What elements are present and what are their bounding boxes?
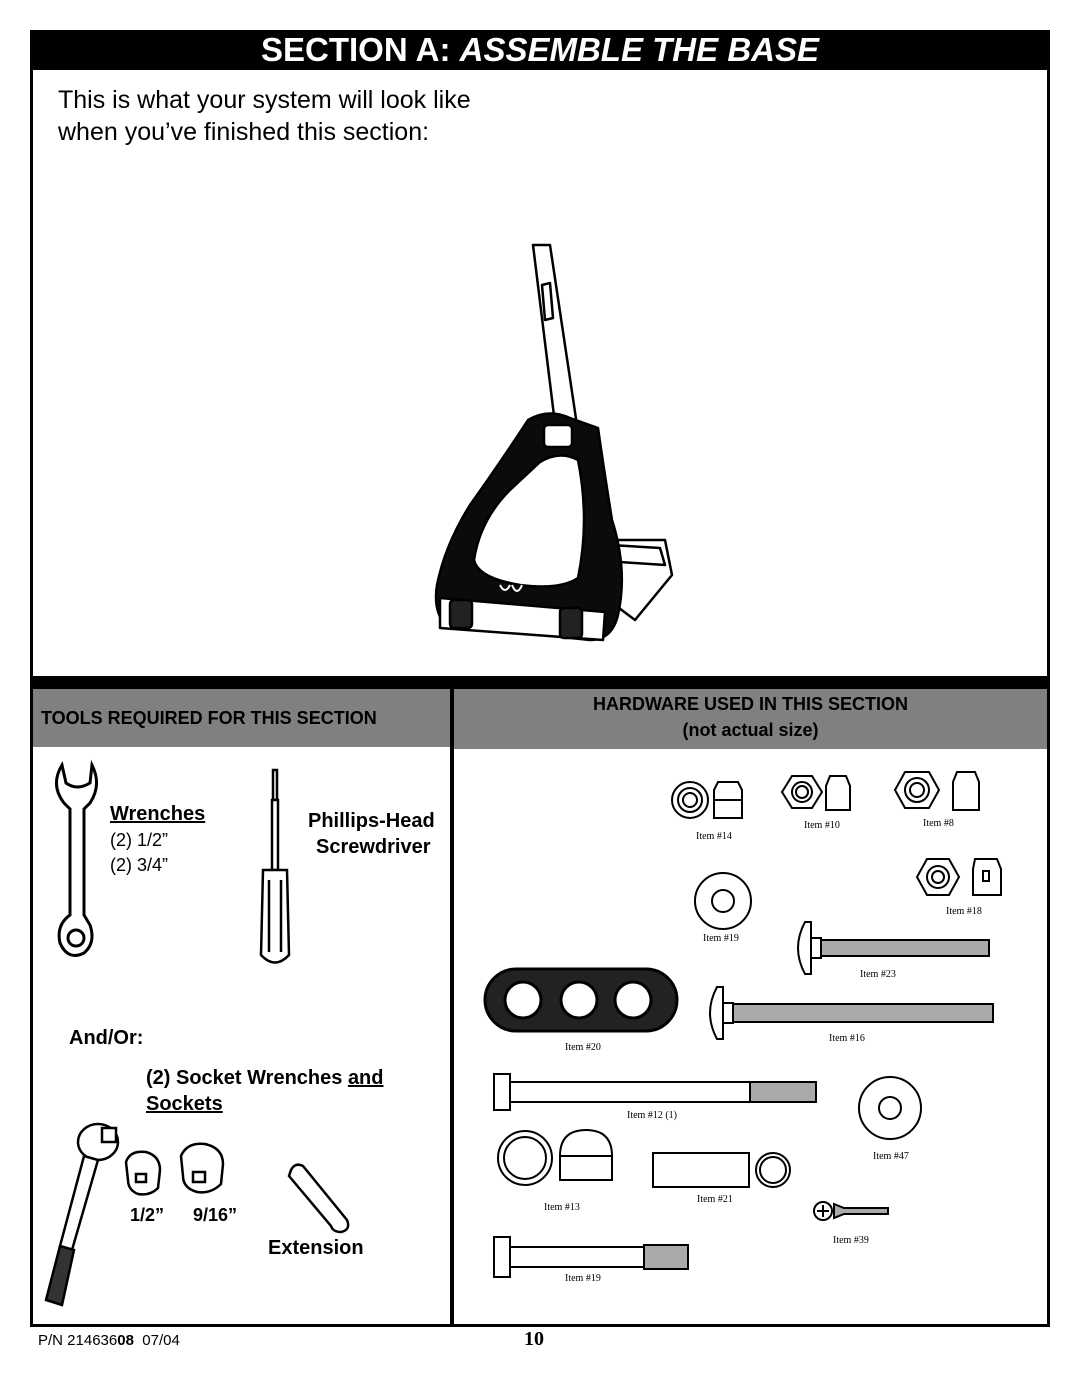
intro-line-1: This is what your system will look like bbox=[58, 86, 471, 114]
flange-nut-14-icon bbox=[671, 781, 743, 819]
socket-size-1: 1/2” bbox=[130, 1205, 165, 1225]
item-23-label: Item #23 bbox=[860, 969, 896, 980]
part-number-prefix: P/N 214636 bbox=[38, 1332, 118, 1349]
screwdriver-label-1: Phillips-Head bbox=[308, 810, 435, 832]
header-title: ASSEMBLE THE BASE bbox=[459, 31, 819, 68]
item-16-label: Item #16 bbox=[829, 1033, 865, 1044]
intro-line-2: when you’ve finished this section: bbox=[58, 118, 430, 146]
column-divider bbox=[450, 689, 454, 1327]
wrench-size-1: (2) 1/2” bbox=[110, 830, 169, 850]
and-or-label: And/Or: bbox=[69, 1027, 144, 1049]
nut-10-icon bbox=[780, 775, 851, 811]
item-21-label: Item #21 bbox=[697, 1194, 733, 1205]
item-10-label: Item #10 bbox=[804, 820, 840, 831]
washer-47-icon bbox=[858, 1076, 922, 1140]
hardware-subheading: (not actual size) bbox=[682, 720, 819, 740]
bushing-13-icon bbox=[497, 1128, 613, 1186]
section-divider bbox=[30, 676, 1050, 689]
item-18-label: Item #18 bbox=[946, 906, 982, 917]
screw-39-icon bbox=[813, 1201, 889, 1221]
section-header: SECTION A: ASSEMBLE THE BASE bbox=[30, 30, 1050, 70]
hardware-heading: HARDWARE USED IN THIS SECTION bbox=[592, 694, 909, 714]
screwdriver-label-2: Screwdriver bbox=[316, 836, 431, 858]
wrenches-label: Wrenches bbox=[110, 803, 206, 825]
part-number-date: 07/04 bbox=[142, 1332, 180, 1349]
hex-bolt-12-icon bbox=[493, 1073, 817, 1111]
assembled-base-illustration bbox=[434, 243, 674, 642]
item-19-label-a: Item #19 bbox=[703, 933, 739, 944]
nut-8-icon bbox=[893, 771, 980, 811]
tools-heading: TOOLS REQUIRED FOR THIS SECTION bbox=[41, 707, 377, 728]
spacer-plate-20-icon bbox=[483, 967, 679, 1033]
item-47-label: Item #47 bbox=[873, 1151, 909, 1162]
intro-text: This is what your system will look like … bbox=[58, 84, 578, 148]
header-prefix: SECTION A: bbox=[261, 31, 460, 68]
wrench-icon bbox=[55, 759, 98, 957]
sockets-label: Sockets bbox=[146, 1093, 223, 1115]
page-number: 10 bbox=[524, 1328, 544, 1350]
part-number-suffix: 08 bbox=[117, 1332, 134, 1349]
tools-heading-bar: TOOLS REQUIRED FOR THIS SECTION bbox=[33, 689, 450, 747]
item-14-label: Item #14 bbox=[696, 831, 732, 842]
hardware-heading-bar: HARDWARE USED IN THIS SECTION (not actua… bbox=[454, 689, 1047, 749]
wrench-size-2: (2) 3/4” bbox=[110, 855, 169, 875]
carriage-bolt-16-icon bbox=[709, 986, 994, 1040]
socket-9-16-icon bbox=[179, 1142, 225, 1194]
nylon-nut-18-icon bbox=[915, 858, 1002, 896]
socket-wrenches-label: (2) Socket Wrenches and bbox=[146, 1067, 384, 1090]
extension-label: Extension bbox=[268, 1237, 364, 1259]
item-20-label: Item #20 bbox=[565, 1042, 601, 1053]
carriage-bolt-23-icon bbox=[797, 921, 990, 975]
socket-and-text: and bbox=[347, 1067, 384, 1089]
socket-half-inch-icon bbox=[124, 1150, 162, 1196]
ratchet-icon bbox=[44, 1122, 120, 1307]
extension-icon bbox=[287, 1163, 350, 1234]
part-number: P/N 21463608 07/04 bbox=[38, 1332, 180, 1349]
item-8-label: Item #8 bbox=[923, 818, 954, 829]
socket-size-2: 9/16” bbox=[193, 1205, 238, 1225]
washer-19-icon bbox=[694, 872, 752, 930]
item-13-label: Item #13 bbox=[544, 1202, 580, 1213]
item-19-label-b: Item #19 bbox=[565, 1273, 601, 1284]
item-12-label: Item #12 (1) bbox=[627, 1110, 677, 1121]
socket-wrenches-text: (2) Socket Wrenches bbox=[146, 1067, 348, 1089]
hex-bolt-19-icon bbox=[493, 1236, 689, 1278]
item-39-label: Item #39 bbox=[833, 1235, 869, 1246]
spacer-tube-21-icon bbox=[652, 1152, 791, 1188]
screwdriver-icon bbox=[259, 768, 291, 964]
